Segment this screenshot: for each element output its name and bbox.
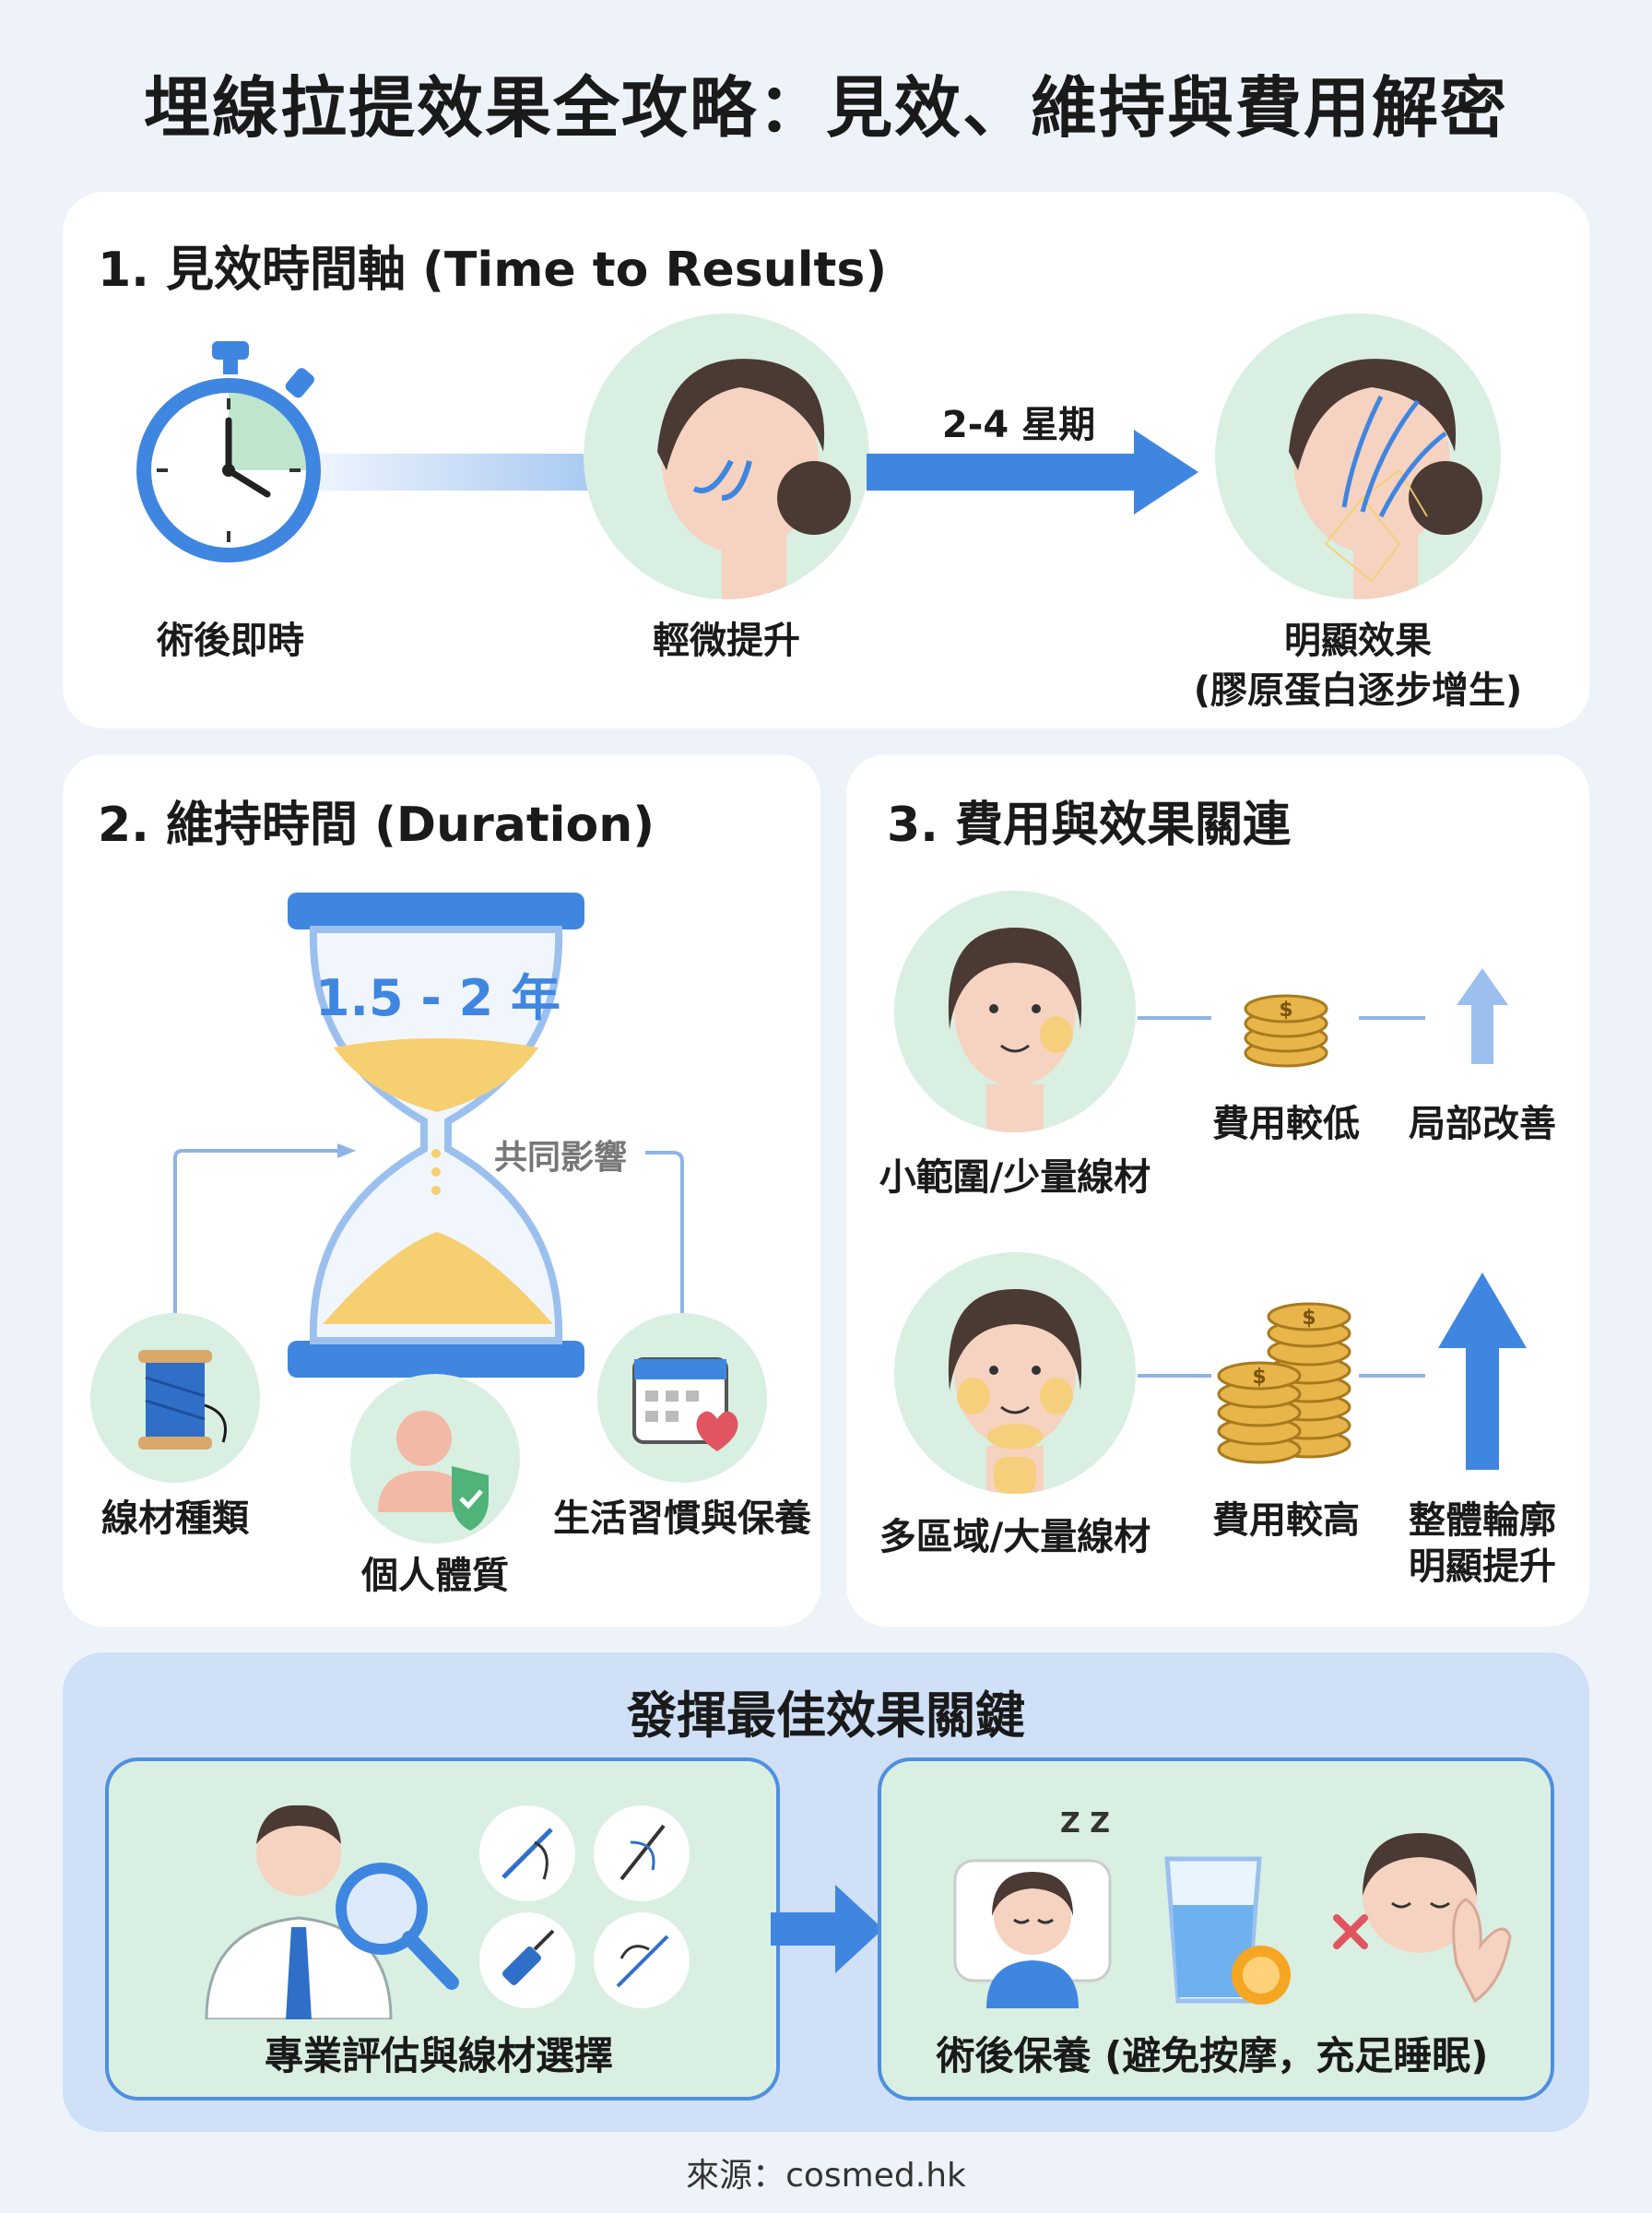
svg-text:$: $ bbox=[1302, 1307, 1316, 1330]
factor-label-lifestyle: 生活習慣與保養 bbox=[553, 1497, 811, 1540]
thread-option-4-icon bbox=[594, 1912, 690, 2008]
thread-option-1-icon bbox=[479, 1805, 575, 1901]
duration-heading: 2. 維持時間 (Duration) bbox=[98, 798, 655, 853]
timeline-sublabel-collagen: (膠原蛋白逐步增生) bbox=[1193, 669, 1523, 712]
cost-label-low: 費用較低 bbox=[1212, 1103, 1360, 1145]
scope-label-large: 多區域/大量線材 bbox=[879, 1516, 1151, 1558]
svg-text:$: $ bbox=[1252, 1366, 1266, 1389]
timeline-arrow-label: 2-4 星期 bbox=[941, 404, 1096, 446]
key-label-assessment: 專業評估與線材選擇 bbox=[264, 2033, 613, 2078]
effect-label-overall-2: 明顯提升 bbox=[1409, 1545, 1556, 1588]
scope-label-small: 小範圍/少量線材 bbox=[879, 1156, 1151, 1199]
hourglass-icon bbox=[286, 891, 590, 1379]
coins-small-icon: $ bbox=[1235, 979, 1337, 1071]
cost-label-high: 費用較高 bbox=[1212, 1499, 1360, 1542]
duration-value: 1.5 - 2 年 bbox=[314, 969, 561, 1027]
thread-option-3-icon bbox=[479, 1912, 575, 2008]
factor-label-thread: 線材種類 bbox=[101, 1497, 249, 1540]
page-title: 埋線拉提效果全攻略：見效、維持與費用解密 bbox=[143, 69, 1508, 147]
thread-option-2-icon bbox=[594, 1805, 690, 1901]
water-glass-icon bbox=[1158, 1850, 1296, 2010]
zz-text: Z Z bbox=[1060, 1807, 1110, 1840]
timeline-arrow bbox=[867, 426, 1208, 518]
key-label-aftercare: 術後保養 (避免按摩，充足睡眠) bbox=[936, 2033, 1489, 2078]
face-small-area-icon bbox=[894, 891, 1136, 1132]
factor-connector-left bbox=[171, 1143, 374, 1319]
cost-heading: 3. 費用與效果關連 bbox=[887, 798, 1292, 853]
arrow-up-large-icon bbox=[1436, 1272, 1528, 1470]
face-full-lift-icon bbox=[1215, 314, 1501, 599]
keys-arrow bbox=[771, 1885, 885, 1973]
thread-spool-icon bbox=[90, 1313, 260, 1483]
keys-heading: 發揮最佳效果關鍵 bbox=[627, 1686, 1025, 1745]
timeline-label-visible: 明顯效果 bbox=[1284, 620, 1432, 662]
timeline-label-immediate: 術後即時 bbox=[157, 620, 304, 662]
stopwatch-icon bbox=[120, 332, 341, 572]
row2-connector-a bbox=[1138, 1374, 1211, 1378]
timeline-connector bbox=[318, 454, 595, 491]
source-credit: 來源：cosmed.hk bbox=[686, 2157, 966, 2195]
effect-label-overall: 整體輪廓 bbox=[1409, 1499, 1556, 1542]
row1-connector-a bbox=[1138, 1016, 1211, 1020]
row1-connector-b bbox=[1359, 1016, 1425, 1020]
face-slight-lift-icon bbox=[584, 314, 869, 599]
timeline-label-slight: 輕微提升 bbox=[653, 620, 800, 662]
arrow-up-small-icon bbox=[1455, 968, 1510, 1064]
svg-text:$: $ bbox=[1279, 999, 1292, 1022]
influence-label: 共同影響 bbox=[494, 1139, 628, 1177]
sleeping-person-icon bbox=[950, 1824, 1115, 2008]
doctor-icon bbox=[197, 1789, 465, 2019]
effect-label-partial: 局部改善 bbox=[1409, 1103, 1556, 1145]
calendar-heart-icon bbox=[597, 1313, 767, 1483]
factor-label-constitution: 個人體質 bbox=[361, 1555, 509, 1597]
row2-connector-b bbox=[1359, 1374, 1425, 1378]
coins-large-icon: $ $ bbox=[1213, 1287, 1357, 1466]
face-massage-icon bbox=[1318, 1807, 1521, 2010]
factor-connector-right bbox=[645, 1149, 688, 1319]
person-shield-icon bbox=[350, 1374, 520, 1544]
face-large-area-icon bbox=[894, 1252, 1136, 1494]
timeline-heading: 1. 見效時間軸 (Time to Results) bbox=[98, 243, 888, 298]
